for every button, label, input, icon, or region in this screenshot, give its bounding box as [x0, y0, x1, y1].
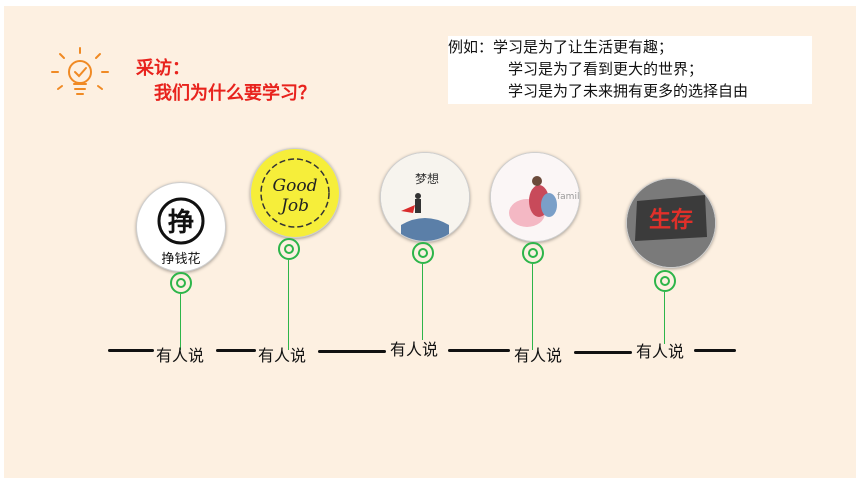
timeline-line-segment	[694, 349, 736, 352]
timeline-line-segment	[448, 349, 510, 352]
lightbulb-icon	[51, 47, 109, 95]
timeline-label-3: 有人说	[390, 340, 439, 359]
page-title: 采访： 我们为什么要学习？	[136, 56, 316, 106]
example-line-2: 学习是为了看到更大的世界；	[508, 60, 704, 78]
timeline-connector-1	[180, 294, 181, 350]
timeline-line-segment	[574, 351, 632, 354]
example-box: 例如：学习是为了让生活更有趣； 学习是为了看到更大的世界； 学习是为了未来拥有更…	[448, 36, 812, 104]
timeline-label-4: 有人说	[514, 346, 563, 365]
timeline-line-segment	[108, 349, 154, 352]
timeline-connector-4	[532, 264, 533, 350]
money-logo-image: 挣 挣钱花	[157, 197, 205, 267]
timeline-image-3: 梦想	[380, 152, 470, 242]
dream-text: 梦想	[415, 171, 439, 186]
title-line-1: 采访：	[136, 58, 190, 79]
timeline-line-segment	[216, 349, 256, 352]
timeline-node-1	[170, 272, 192, 294]
timeline-label-2: 有人说	[258, 346, 307, 365]
timeline-image-2: Good Job	[250, 148, 340, 238]
timeline-connector-3	[422, 264, 423, 340]
timeline-node-3	[412, 242, 434, 264]
timeline-node-5	[654, 270, 676, 292]
good-job-image: Good Job	[260, 158, 330, 228]
timeline-label-5: 有人说	[636, 342, 685, 361]
timeline-image-1: 挣 挣钱花	[136, 182, 226, 272]
timeline-image-5: 生存	[626, 178, 716, 268]
timeline-connector-2	[288, 260, 289, 350]
image-caption-1: 挣钱花	[161, 251, 200, 267]
good-text: Good	[273, 176, 318, 196]
timeline-label-1: 有人说	[156, 346, 205, 365]
example-line-3: 学习是为了未来拥有更多的选择自由	[508, 82, 749, 100]
timeline-node-4	[522, 242, 544, 264]
slide: 采访： 我们为什么要学习？ 例如：学习是为了让生活更有趣； 学习是为了看到更大的…	[4, 6, 856, 478]
survival-image: 生存	[627, 179, 715, 267]
job-text: Job	[278, 196, 309, 216]
example-line-1: 例如：学习是为了让生活更有趣；	[448, 38, 674, 56]
survival-text: 生存	[649, 207, 693, 233]
timeline-node-2	[278, 238, 300, 260]
logo-char: 挣	[168, 208, 194, 238]
family-image: family	[491, 153, 579, 241]
timeline-connector-5	[664, 292, 665, 344]
timeline-line-segment	[318, 350, 386, 353]
timeline-image-4: family	[490, 152, 580, 242]
dream-image: 梦想	[381, 153, 469, 241]
family-text: family	[557, 192, 579, 202]
title-line-2: 我们为什么要学习？	[154, 83, 316, 104]
